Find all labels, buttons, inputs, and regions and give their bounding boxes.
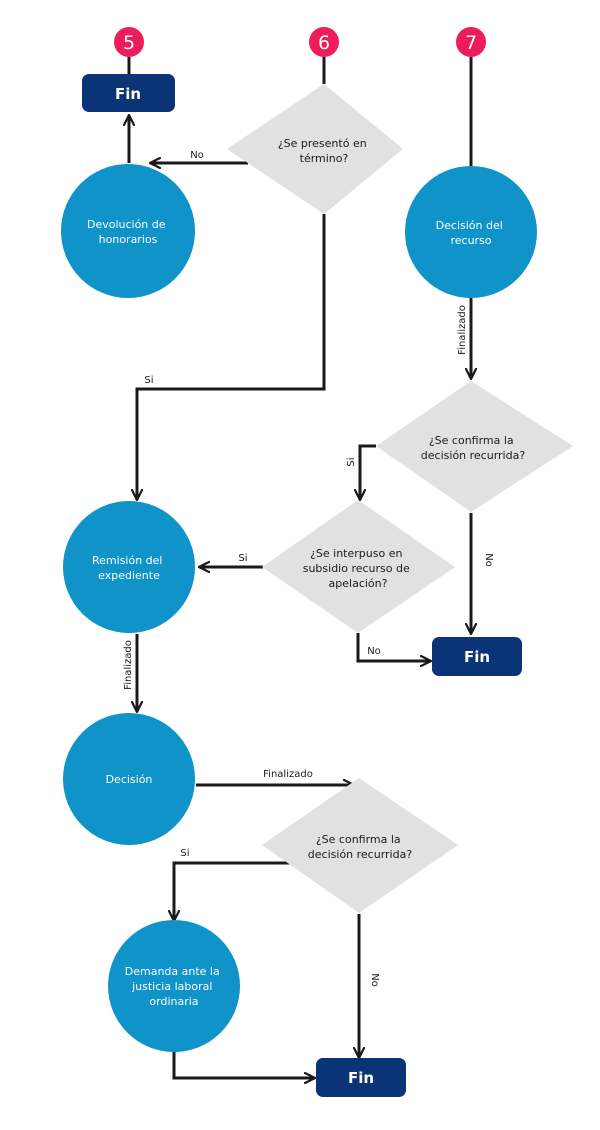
edge-labels: No Si Finalizado Si No Si No Finalizado … bbox=[123, 150, 494, 987]
connector-5: 5 bbox=[114, 27, 144, 57]
edge-label-presento-no: No bbox=[190, 150, 204, 161]
decision-label-line: ¿Se confirma la bbox=[429, 434, 514, 447]
decision-label-line: apelación? bbox=[329, 577, 388, 590]
terminal-shape bbox=[316, 1058, 406, 1097]
decision-presento-termino: ¿Se presentó en término? bbox=[227, 84, 403, 214]
process-shape bbox=[61, 164, 195, 298]
process-label: Decisión del recurso bbox=[436, 219, 507, 247]
terminal-fin-2: Fin bbox=[432, 637, 522, 676]
edge-demanda-to-fin3 bbox=[172, 1052, 315, 1078]
process-label-line: Devolución de bbox=[87, 218, 166, 231]
decision-label-line: ¿Se presentó en bbox=[278, 137, 367, 150]
process-decision-recurso: Decisión del recurso bbox=[405, 166, 537, 298]
edge-confirma1-si bbox=[360, 444, 376, 500]
process-shape bbox=[108, 920, 240, 1052]
edge-label-interpuso-si: Si bbox=[238, 553, 247, 564]
process-label-line: Decisión del bbox=[436, 219, 503, 232]
process-label-line: expediente bbox=[98, 569, 160, 582]
connector-label: 5 bbox=[123, 32, 135, 54]
edges bbox=[129, 57, 471, 1078]
decision-label: ¿Se presentó en término? bbox=[278, 137, 370, 165]
decision-label: ¿Se interpuso en subsidio recurso de ape… bbox=[303, 547, 414, 590]
decision-label-line: subsidio recurso de bbox=[303, 562, 410, 575]
terminal-shape bbox=[82, 74, 175, 112]
process-shape bbox=[63, 713, 195, 845]
process-label: Decisión bbox=[106, 773, 153, 786]
decision-label-line: término? bbox=[300, 152, 349, 165]
decision-label-line: decisión recurrida? bbox=[308, 848, 413, 861]
terminal-shape bbox=[432, 637, 522, 676]
connector-circle bbox=[456, 27, 486, 57]
edge-interpuso-no bbox=[356, 633, 431, 661]
connector-circle bbox=[309, 27, 339, 57]
decision-confirma-2: ¿Se confirma la decisión recurrida? bbox=[262, 778, 458, 913]
decision-shape bbox=[262, 500, 455, 633]
decision-label-line: ¿Se confirma la bbox=[316, 833, 401, 846]
edge-label-confirma1-si: Si bbox=[346, 457, 357, 466]
terminal-fin-1: Fin bbox=[82, 74, 175, 112]
process-devolucion-honorarios: Devolución de honorarios bbox=[61, 164, 195, 298]
decision-interpuso-subsidio: ¿Se interpuso en subsidio recurso de ape… bbox=[262, 500, 455, 633]
connector-7: 7 bbox=[456, 27, 486, 57]
decision-label-line: ¿Se interpuso en bbox=[310, 547, 402, 560]
edge-label-presento-si: Si bbox=[144, 375, 153, 386]
terminal-label: Fin bbox=[348, 1069, 374, 1087]
connector-label: 7 bbox=[465, 32, 477, 54]
terminal-label: Fin bbox=[464, 648, 490, 666]
edge-presento-si bbox=[137, 214, 326, 500]
connector-circle bbox=[114, 27, 144, 57]
edge-label-remision-finalizado: Finalizado bbox=[123, 640, 134, 690]
process-label-line: justicia laboral bbox=[131, 980, 212, 993]
decision-label: ¿Se confirma la decisión recurrida? bbox=[308, 833, 413, 861]
process-remision-expediente: Remisión del expediente bbox=[63, 501, 195, 633]
process-shape bbox=[63, 501, 195, 633]
process-label: Devolución de honorarios bbox=[87, 218, 169, 246]
decision-shape bbox=[262, 778, 458, 913]
edge-label-decision-finalizado: Finalizado bbox=[263, 769, 313, 780]
edge-label-confirma2-si: Si bbox=[180, 848, 189, 859]
edge-label-confirma1-no: No bbox=[483, 553, 494, 567]
connector-6: 6 bbox=[309, 27, 339, 57]
terminal-fin-3: Fin bbox=[316, 1058, 406, 1097]
terminal-label: Fin bbox=[115, 85, 141, 103]
process-label: Remisión del expediente bbox=[92, 554, 166, 582]
edge-label-interpuso-no: No bbox=[367, 646, 381, 657]
process-label-line: Remisión del bbox=[92, 554, 162, 567]
decision-label: ¿Se confirma la decisión recurrida? bbox=[421, 434, 526, 462]
decision-shape bbox=[227, 84, 403, 214]
decision-shape bbox=[376, 381, 573, 512]
process-shape bbox=[405, 166, 537, 298]
edge-confirma2-si bbox=[174, 861, 290, 921]
process-label-line: recurso bbox=[450, 234, 491, 247]
process-label-line: ordinaria bbox=[149, 995, 198, 1008]
process-label-line: Demanda ante la bbox=[125, 965, 220, 978]
process-demanda-justicia: Demanda ante la justicia laboral ordinar… bbox=[108, 920, 240, 1052]
decision-label-line: decisión recurrida? bbox=[421, 449, 526, 462]
process-label: Demanda ante la justicia laboral ordinar… bbox=[125, 965, 223, 1008]
edge-label-recurso-finalizado: Finalizado bbox=[457, 305, 468, 355]
process-decision: Decisión bbox=[63, 713, 195, 845]
decision-confirma-1: ¿Se confirma la decisión recurrida? bbox=[376, 381, 573, 512]
connector-label: 6 bbox=[318, 32, 330, 54]
process-label-line: honorarios bbox=[99, 233, 158, 246]
edge-label-confirma2-no: No bbox=[369, 973, 380, 987]
